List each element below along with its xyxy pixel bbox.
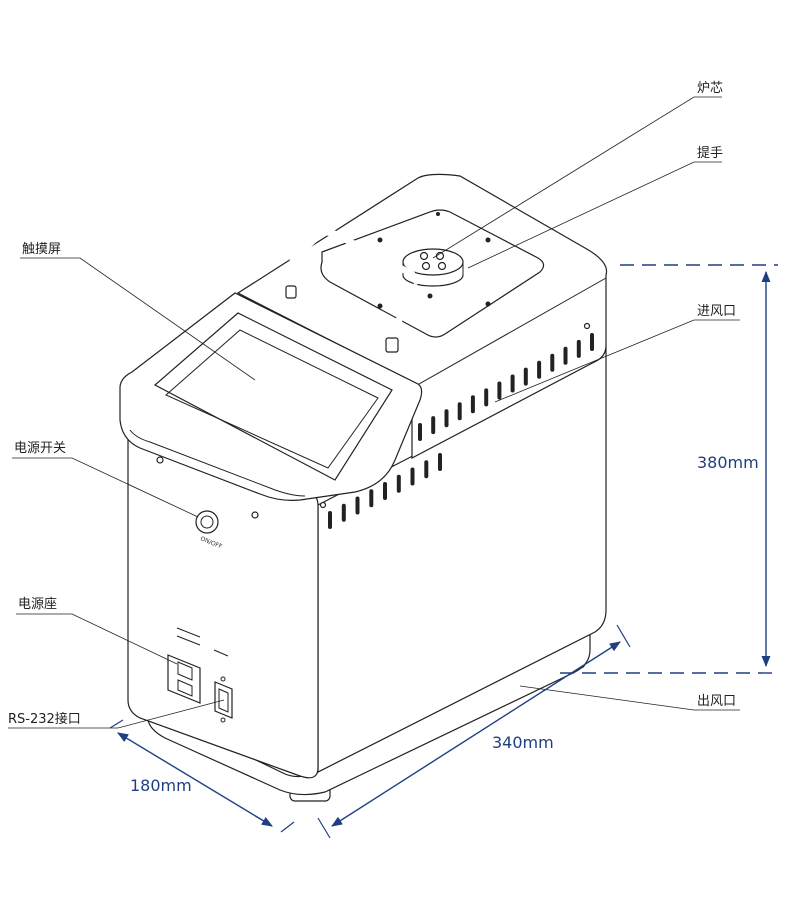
vent-slot	[383, 482, 387, 500]
label-power-switch: 电源开关	[14, 441, 66, 456]
screw	[319, 501, 327, 509]
vent-slot	[410, 467, 415, 486]
label-rs232: RS-232接口	[8, 711, 81, 727]
device-body: ON/OFF	[119, 173, 608, 802]
dimension-width: 180mm	[130, 776, 192, 795]
vent-slot	[369, 489, 374, 508]
leader-rs232	[8, 699, 225, 729]
vent-slot	[418, 423, 422, 441]
dimension-length: 340mm	[492, 733, 554, 752]
vent-slot	[470, 395, 475, 414]
vent-slot	[590, 333, 594, 351]
screw	[251, 511, 259, 519]
touchscreen-bezel	[153, 312, 393, 481]
vent-slot	[576, 339, 581, 358]
labels: 炉芯 提手 触摸屏 进风口 电源开关 电源座 RS-232接口 出风口 380m…	[8, 81, 759, 795]
vent-slot	[328, 511, 332, 529]
label-touchscreen: 触摸屏	[22, 242, 61, 257]
leader-handle	[467, 161, 722, 269]
power-socket	[167, 627, 201, 704]
vent-slot	[457, 402, 462, 421]
touchscreen	[165, 329, 379, 469]
label-power-socket: 电源座	[18, 597, 57, 612]
vent-slot	[444, 409, 449, 428]
vent-slot	[355, 496, 360, 515]
label-air-inlet: 进风口	[697, 304, 736, 319]
vent-slot	[484, 388, 489, 407]
side-vents	[328, 333, 594, 529]
leader-power-socket	[16, 613, 178, 665]
vent-slot	[523, 367, 528, 386]
vent-slot	[424, 460, 429, 479]
label-furnace-core: 炉芯	[697, 81, 723, 96]
screw	[583, 322, 591, 330]
leader-lines	[8, 96, 740, 729]
vent-slot	[396, 474, 401, 493]
vent-slot	[550, 353, 555, 372]
screw	[156, 456, 164, 464]
dimension-lines	[109, 264, 778, 839]
vent-slot	[438, 453, 442, 471]
handle	[284, 229, 421, 353]
vent-slot	[510, 374, 515, 393]
vent-slot	[431, 416, 436, 435]
vent-slot	[341, 503, 346, 522]
label-air-outlet: 出风口	[697, 694, 736, 709]
length-dimension-line	[331, 641, 621, 827]
leader-air-inlet	[494, 319, 740, 403]
vent-slot	[497, 381, 502, 400]
furnace-core	[402, 248, 464, 287]
width-dimension-line	[117, 732, 273, 827]
leader-power-switch	[12, 457, 199, 518]
label-handle: 提手	[697, 145, 723, 161]
vent-slot	[537, 360, 542, 379]
leader-furnace-core	[432, 96, 722, 259]
leader-touchscreen	[20, 257, 256, 381]
vent-slot	[563, 346, 568, 365]
dimension-height: 380mm	[697, 453, 759, 472]
